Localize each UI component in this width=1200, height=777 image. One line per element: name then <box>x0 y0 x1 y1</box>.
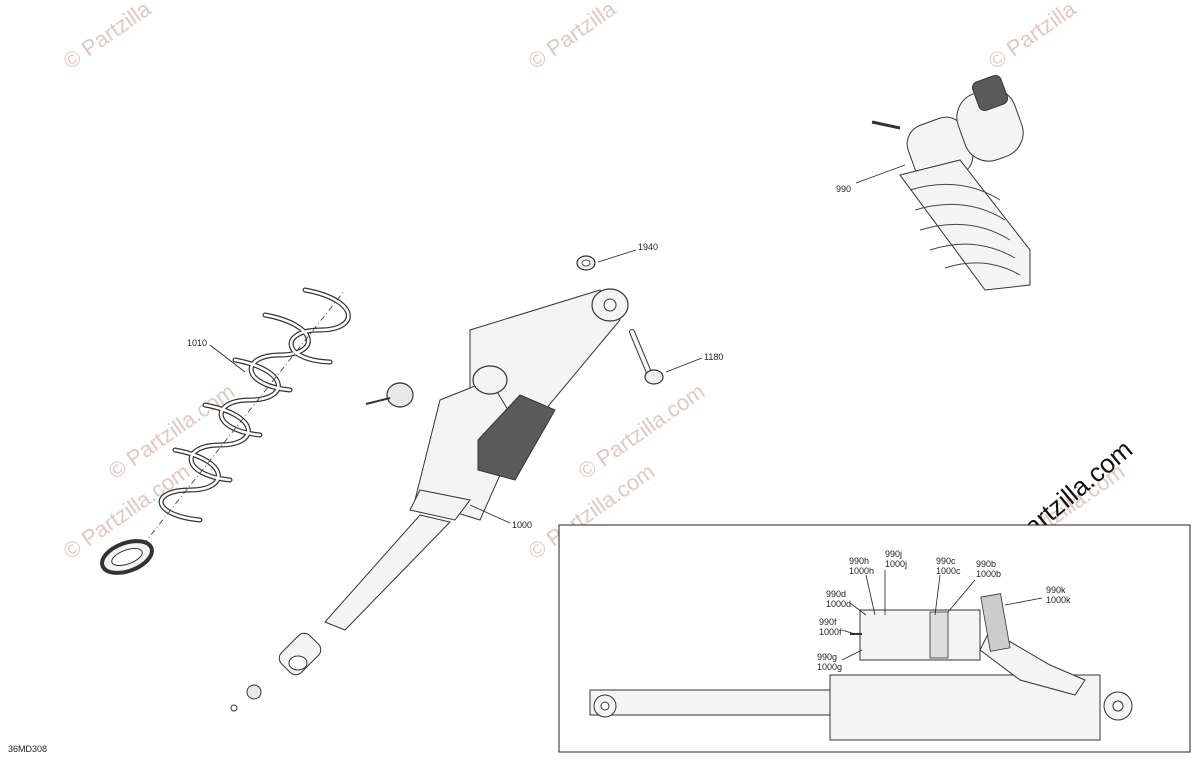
inset-panel <box>558 524 1191 753</box>
leader-line <box>855 164 906 184</box>
callout-990d: 990d <box>826 589 846 599</box>
callout-1940: 1940 <box>638 242 658 252</box>
callout-1000d: 1000d <box>826 599 851 609</box>
callout-1010: 1010 <box>187 338 207 348</box>
nut-1940 <box>576 255 596 271</box>
diagram-code: 36MD308 <box>8 744 47 754</box>
leader-line <box>841 649 863 661</box>
callout-1000f: 1000f <box>819 627 842 637</box>
callout-1000: 1000 <box>512 520 532 530</box>
callout-1180: 1180 <box>704 352 723 362</box>
callout-990f: 990f <box>819 617 837 627</box>
callout-1000b: 1000b <box>976 569 1001 579</box>
leader-line <box>1004 597 1043 606</box>
callout-1000j: 1000j <box>885 559 907 569</box>
spring-1010 <box>100 287 351 575</box>
leader-line <box>947 579 976 613</box>
callout-1000c: 1000c <box>936 566 961 576</box>
leader-line <box>209 344 246 373</box>
watermark: © Partzilla <box>59 0 156 74</box>
callout-1000g: 1000g <box>817 662 842 672</box>
callout-1000k: 1000k <box>1046 595 1071 605</box>
shock-1000 <box>230 288 629 712</box>
shock-assembly-990 <box>871 74 1031 291</box>
leader-line <box>469 504 511 524</box>
bolt-1180 <box>629 329 664 385</box>
callout-990k: 990k <box>1046 585 1066 595</box>
leader-line <box>934 574 941 616</box>
callout-990b: 990b <box>976 559 996 569</box>
leader-line <box>841 629 856 635</box>
leader-line <box>865 574 876 616</box>
callout-990: 990 <box>836 184 851 194</box>
leader-line <box>849 602 867 616</box>
callout-990j: 990j <box>885 549 902 559</box>
watermark: © Partzilla <box>524 0 621 74</box>
callout-990c: 990c <box>936 556 956 566</box>
leader-line <box>597 249 637 263</box>
leader-line <box>665 357 703 373</box>
callout-1000h: 1000h <box>849 566 874 576</box>
callout-990g: 990g <box>817 652 837 662</box>
callout-990h: 990h <box>849 556 869 566</box>
watermark: © Partzilla <box>984 0 1081 74</box>
